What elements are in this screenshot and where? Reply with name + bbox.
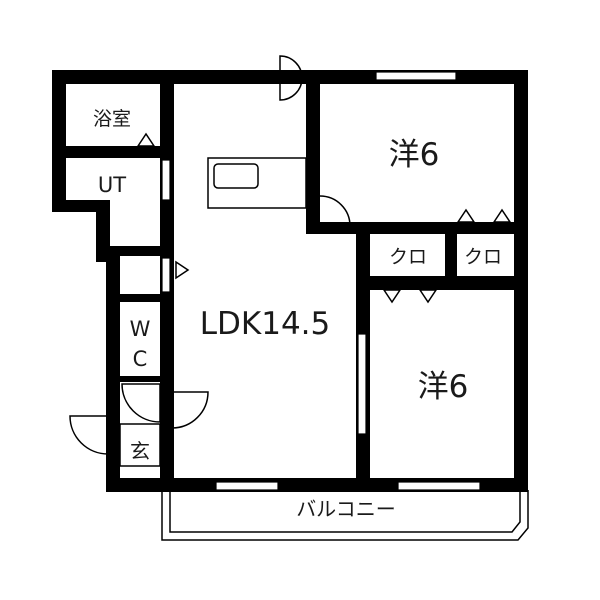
room-label-wc-w: W xyxy=(130,317,151,341)
room-label-closet-right: クロ xyxy=(464,246,502,268)
entrance-step xyxy=(119,423,161,467)
marker-closet-4 xyxy=(418,289,438,304)
room-label-closet-left: クロ xyxy=(389,246,427,268)
markers xyxy=(136,132,512,304)
door-bedroom-top xyxy=(319,195,351,227)
window-top xyxy=(375,71,457,81)
kitchen-counter xyxy=(207,157,307,209)
room-label-ldk: LDK14.5 xyxy=(200,306,331,342)
vent-ut xyxy=(161,159,171,201)
marker-closet-2 xyxy=(492,208,512,223)
windows xyxy=(161,71,481,491)
marker-wc xyxy=(175,260,190,280)
room-label-balcony: バルコニー xyxy=(296,497,396,521)
marker-closet-3 xyxy=(382,289,402,304)
sliding-door xyxy=(357,333,367,435)
room-label-ut: UT xyxy=(98,173,126,197)
door-toilet xyxy=(121,383,161,423)
room-label-entrance: 玄 xyxy=(130,439,150,463)
marker-bath xyxy=(136,132,156,147)
door-entrance xyxy=(69,415,109,455)
window-bottom-left xyxy=(215,481,279,491)
entry-door-top xyxy=(279,55,303,101)
vent-wc xyxy=(161,257,171,293)
room-label-bath: 浴室 xyxy=(93,108,131,130)
room-label-wc-c: C xyxy=(133,347,148,371)
interior-walls xyxy=(52,70,528,492)
balcony-outline xyxy=(161,490,529,541)
window-bottom-right xyxy=(397,481,481,491)
exterior-walls xyxy=(52,70,528,492)
doors xyxy=(69,55,351,455)
room-label-bedroom-top: 洋6 xyxy=(389,137,440,173)
door-hall xyxy=(171,391,209,429)
marker-closet-1 xyxy=(456,208,476,223)
room-label-bedroom-bottom: 洋6 xyxy=(418,369,469,405)
